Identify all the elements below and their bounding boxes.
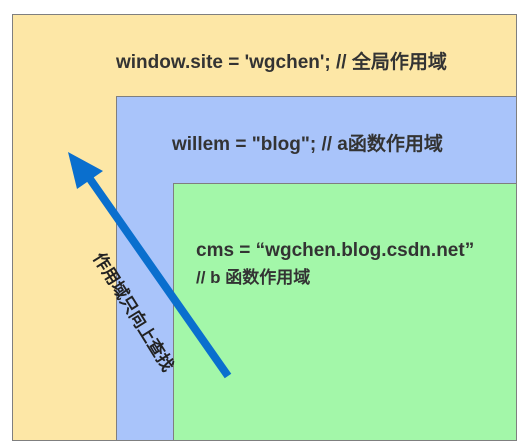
global-scope-label: window.site = 'wgchen'; // 全局作用域 bbox=[116, 52, 447, 73]
function-b-scope-label-line1: cms = “wgchen.blog.csdn.net” bbox=[196, 240, 475, 261]
function-a-scope-label: willem = "blog"; // a函数作用域 bbox=[172, 134, 443, 155]
function-b-scope-box bbox=[173, 183, 517, 441]
function-b-scope-label-line2: // b 函数作用域 bbox=[196, 268, 311, 287]
